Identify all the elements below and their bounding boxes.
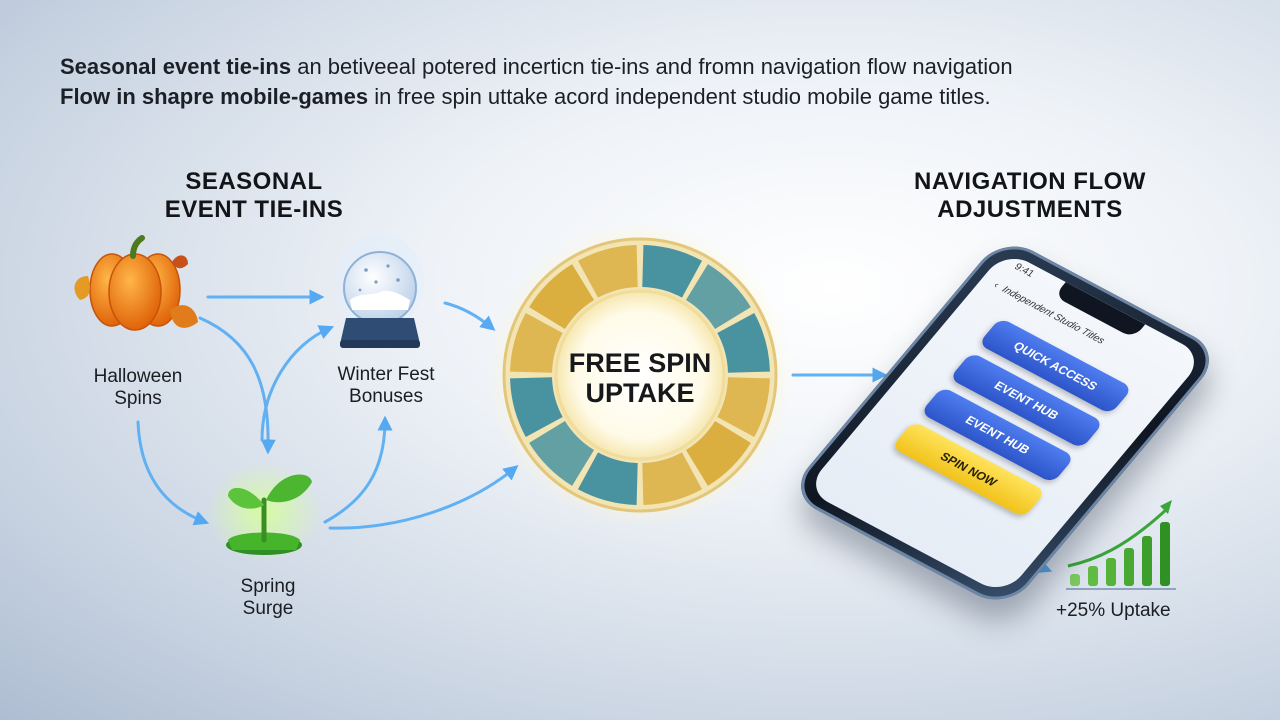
arrow-winter-to-wheel: [443, 301, 496, 331]
headline-line-1: Seasonal event tie-ins an betiveeal pote…: [60, 54, 1013, 79]
wheel-segments: [510, 245, 770, 505]
wheel-segment: [510, 377, 563, 438]
phone-status-time: 9:41: [1011, 261, 1037, 280]
growth-bar-chart-icon: [1066, 500, 1176, 590]
free-spin-wheel: [488, 223, 792, 527]
snow-globe-icon: [336, 234, 424, 348]
uptake-growth-label: +25% Uptake: [1056, 600, 1171, 621]
arrow-spring-to-bonuses: [323, 415, 393, 524]
arrow-spring-to-winter: [260, 325, 335, 442]
wheel-segment: [510, 312, 563, 373]
wheel-center-label: FREE SPIN UPTAKE: [568, 348, 712, 408]
arrow-spring-to-wheel: [328, 465, 519, 530]
spring-surge-label: Spring Surge: [240, 576, 296, 619]
wheel-segment: [717, 377, 770, 438]
seasonal-section-title: SEASONAL EVENT TIE-INS: [164, 168, 344, 223]
back-arrow-icon[interactable]: ‹: [991, 280, 1002, 291]
wheel-segment: [577, 452, 638, 505]
winter-fest-bonuses-label: Winter Fest Bonuses: [337, 364, 435, 407]
wheel-segment: [717, 312, 770, 373]
arrow-halloween-down: [136, 420, 210, 526]
arrow-halloween-to-spring-curve: [198, 316, 276, 455]
wheel-segment: [642, 245, 703, 298]
flow-arrows: [136, 289, 1053, 574]
wheel-segment: [685, 264, 751, 330]
pumpkin-icon: [74, 235, 198, 331]
wheel-segment: [529, 264, 595, 330]
wheel-segment: [642, 452, 703, 505]
halloween-spins-label: Halloween Spins: [93, 366, 183, 409]
headline: Seasonal event tie-ins an betiveeal pote…: [60, 52, 1240, 112]
wheel-segment: [529, 420, 595, 486]
navigation-section-title: NAVIGATION FLOW ADJUSTMENTS: [914, 168, 1146, 223]
sprout-icon: [206, 462, 322, 562]
headline-line-2: Flow in shapre mobile-games in free spin…: [60, 84, 991, 109]
wheel-segment: [685, 420, 751, 486]
wheel-segment: [577, 245, 638, 298]
